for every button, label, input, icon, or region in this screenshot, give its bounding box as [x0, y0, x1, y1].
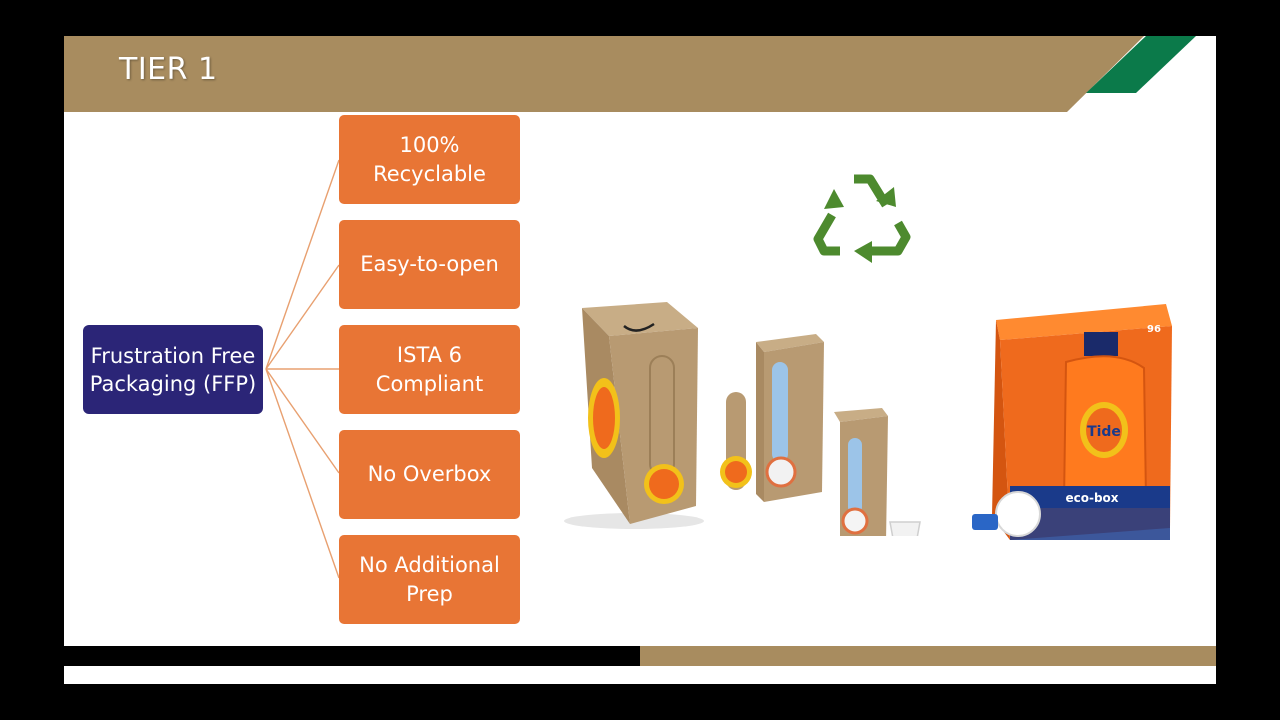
- header-green-accent: [1086, 36, 1196, 93]
- recycle-icon: [813, 174, 911, 263]
- slide-title: TIER 1: [119, 52, 218, 87]
- tide-eco-box-image: Tide eco-box 96: [972, 304, 1172, 540]
- connector-line-5: [265, 368, 340, 579]
- header-gold-band: [64, 36, 1144, 112]
- connector-line-2: [265, 264, 340, 370]
- product-name-text: eco-box: [1065, 491, 1118, 505]
- branch-node-recyclable: 100% Recyclable: [339, 115, 520, 204]
- slide: TIER 1 Frustration Free Packaging (FFP) …: [64, 36, 1216, 684]
- footer-bar-gold: [640, 646, 1216, 666]
- root-node-label: Frustration Free Packaging (FFP): [89, 343, 257, 396]
- tide-cardboard-box-images: [564, 302, 921, 536]
- branch-label: 100% Recyclable: [373, 132, 486, 186]
- diagram-connectors: [265, 159, 340, 579]
- header-band: [64, 36, 1196, 112]
- branch-label: No Additional Prep: [359, 552, 500, 606]
- branch-node-no-additional-prep: No Additional Prep: [339, 535, 520, 624]
- root-node-ffp: Frustration Free Packaging (FFP): [83, 325, 263, 414]
- connector-line-4: [265, 368, 340, 474]
- connector-line-1: [265, 159, 340, 370]
- branch-node-ista6: ISTA 6 Compliant: [339, 325, 520, 414]
- branch-label: ISTA 6 Compliant: [375, 342, 484, 396]
- footer-bar-black: [64, 646, 640, 666]
- product-brand-text: Tide: [1087, 424, 1121, 440]
- branch-label: No Overbox: [367, 462, 492, 486]
- product-count-text: 96: [1147, 324, 1161, 335]
- branch-node-no-overbox: No Overbox: [339, 430, 520, 519]
- branch-node-easy-to-open: Easy-to-open: [339, 220, 520, 309]
- branch-label: Easy-to-open: [360, 252, 499, 276]
